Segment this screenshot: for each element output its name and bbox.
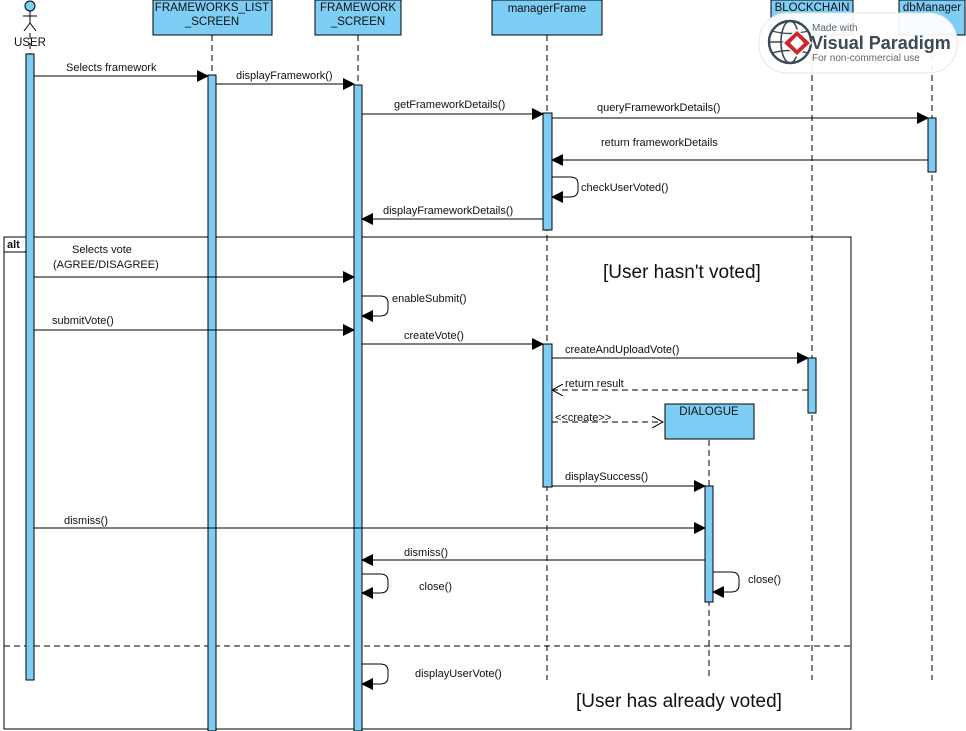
activation-framework-screen [353, 84, 363, 731]
msg-enable-submit-label: enableSubmit() [392, 293, 467, 305]
activation-manager-2 [542, 343, 553, 488]
lifeline-dbmanager-label: dbManager [903, 2, 961, 14]
msg-create-and-upload-vote-label: createAndUploadVote() [565, 344, 679, 356]
lifeline-dialogue[interactable]: DIALOGUE [664, 403, 755, 440]
messages: Selects framework displayFramework() get… [34, 62, 929, 690]
alt-fragment[interactable]: alt [User hasn't voted] [User has alread… [3, 236, 852, 730]
msg-selects-framework-label: Selects framework [66, 62, 157, 74]
activation-frameworks-list [207, 74, 217, 731]
visual-paradigm-logo-icon [767, 19, 813, 65]
lifeline-frameworks-list-label-1: FRAMEWORKS_LIST [155, 2, 269, 14]
msg-dismiss-user-label: dismiss() [64, 515, 108, 527]
lifeline-manager-label: managerFrame [508, 3, 587, 15]
msg-close-dialog-label: close() [748, 574, 781, 586]
msg-get-framework-details-label: getFrameworkDetails() [394, 99, 505, 111]
msg-check-user-voted-label: checkUserVoted() [581, 182, 668, 194]
msg-display-user-vote [361, 663, 389, 690]
msg-submit-vote-label: submitVote() [52, 315, 114, 327]
activation-user [25, 53, 35, 681]
msg-query-framework-details-label: queryFrameworkDetails() [597, 102, 720, 114]
activation-manager-1 [542, 112, 553, 231]
guard-user-hasnt-voted: [User hasn't voted] [603, 262, 761, 283]
watermark: Made with Visual Paradigm For non-commer… [758, 12, 958, 74]
activation-dialogue [704, 485, 714, 603]
alt-operator: alt [7, 239, 20, 251]
msg-enable-submit [361, 295, 389, 322]
msg-selects-vote-label-2: (AGREE/DISAGREE) [53, 259, 159, 271]
msg-display-framework-label: displayFramework() [236, 70, 333, 82]
msg-close-dialog [712, 571, 740, 598]
actor-head [24, 0, 36, 12]
msg-dismiss-dialog-label: dismiss() [404, 547, 448, 559]
activation-blockchain [807, 357, 817, 414]
activation-dbmanager [927, 117, 937, 173]
lifeline-dialogue-label: DIALOGUE [679, 406, 739, 418]
lifeline-framework-label-1: FRAMEWORK [320, 2, 396, 14]
msg-close-framework-label: close() [419, 581, 452, 593]
msg-check-user-voted [551, 176, 579, 203]
watermark-non-commercial: For non-commercial use [812, 53, 920, 64]
msg-display-success-label: displaySuccess() [565, 471, 648, 483]
msg-selects-vote-label-1: Selects vote [72, 244, 132, 256]
actor-user[interactable]: USER [14, 0, 46, 49]
msg-return-result-label: return result [565, 378, 624, 390]
msg-close-framework [361, 573, 389, 599]
watermark-made-with: Made with [812, 23, 858, 34]
msg-display-framework-details-label: displayFrameworkDetails() [383, 205, 513, 217]
msg-create-label: <<create>> [555, 412, 611, 424]
lifeline-frameworks-list-screen[interactable]: FRAMEWORKS_LIST _SCREEN [152, 0, 273, 36]
guard-user-has-voted: [User has already voted] [576, 691, 782, 712]
lifeline-frameworks-list-label-2: _SCREEN [184, 16, 239, 28]
msg-display-user-vote-label: displayUserVote() [415, 668, 502, 680]
activation-bars [25, 53, 937, 731]
lifeline-framework-screen[interactable]: FRAMEWORK _SCREEN [314, 0, 402, 36]
msg-return-framework-details-label: return frameworkDetails [601, 137, 718, 149]
lifeline-framework-label-2: _SCREEN [330, 16, 385, 28]
msg-create-vote-label: createVote() [404, 330, 464, 342]
watermark-brand: Visual Paradigm [811, 33, 951, 53]
lifeline-blockchain-label: BLOCKCHAIN [775, 2, 850, 14]
lifeline-manager-frame[interactable]: managerFrame [491, 0, 603, 36]
